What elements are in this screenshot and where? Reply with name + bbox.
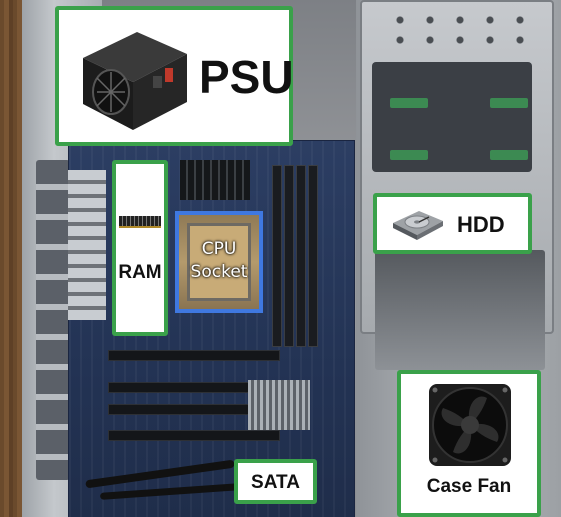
case-fan-icon xyxy=(429,384,511,466)
drive-rail xyxy=(490,98,528,108)
cage-vent-holes xyxy=(385,10,535,50)
ram-stick-icon xyxy=(119,216,161,228)
cpu-label-line1: CPU xyxy=(201,239,237,259)
pcie-slot xyxy=(108,350,280,361)
socket-clamp xyxy=(187,223,251,301)
case-fan-label: Case Fan xyxy=(426,476,512,497)
vrm-heatsink xyxy=(180,160,250,200)
ram-label: RAM xyxy=(118,262,162,283)
sata-callout: SATA xyxy=(234,459,317,504)
dimm-slot xyxy=(284,165,294,347)
expansion-slot-covers xyxy=(36,160,70,480)
rear-io-ports xyxy=(68,170,106,320)
dimm-slot xyxy=(308,165,318,347)
case-fan-callout: Case Fan xyxy=(397,370,541,517)
dimm-slot xyxy=(272,165,282,347)
psu-label: PSU xyxy=(199,51,294,103)
chipset-heatsink xyxy=(248,380,310,430)
drive-rail xyxy=(490,150,528,160)
pcie-slot xyxy=(108,430,280,441)
lower-drive-bay xyxy=(375,250,545,370)
cpu-socket-highlight: CPU Socket xyxy=(175,211,263,313)
ram-callout: RAM xyxy=(112,160,168,336)
psu-callout: PSU xyxy=(55,6,294,146)
hdd-callout: HDD xyxy=(373,193,532,254)
sata-label: SATA xyxy=(251,472,300,493)
drive-rail xyxy=(390,98,428,108)
hard-drive-icon xyxy=(393,211,443,240)
dimm-slot xyxy=(296,165,306,347)
cpu-label-line2: Socket xyxy=(190,262,248,282)
hdd-label: HDD xyxy=(457,212,505,237)
power-supply-icon xyxy=(83,32,187,130)
drive-rail xyxy=(390,150,428,160)
